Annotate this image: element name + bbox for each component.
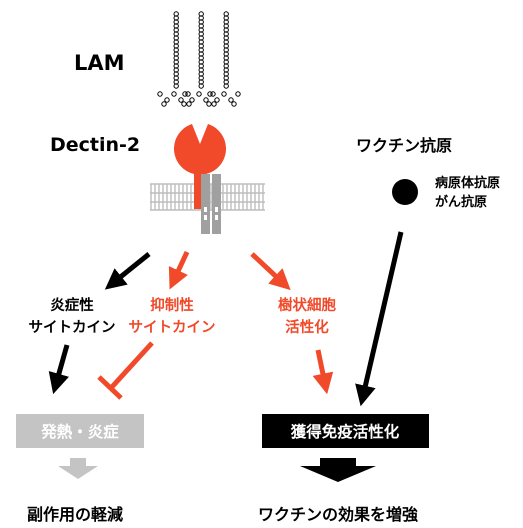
black-block-arrow	[300, 458, 376, 482]
inflammatory-label-line1: 炎症性	[50, 296, 94, 314]
arrow-to-fever	[48, 344, 70, 395]
arrow-to-dc-activation	[250, 252, 291, 291]
antigen-dot	[392, 179, 418, 205]
lam-label: LAM	[74, 51, 125, 75]
fever-inflammation-box	[16, 414, 144, 448]
arrow-to-inflammatory	[104, 252, 151, 290]
arrow-antigen-to-acquired	[355, 231, 404, 407]
vaccine-efficacy-label: ワクチンの効果を増強	[258, 505, 418, 524]
fcr-gamma-chains	[201, 174, 221, 234]
dc-activation-label-line2: 活性化	[285, 318, 329, 336]
acquired-immunity-text: 獲得免疫活性化	[291, 422, 400, 441]
inflammatory-label-line2: サイトカイン	[29, 319, 116, 336]
suppressive-label-line1: 抑制性	[150, 296, 194, 314]
pathogen-antigen-label: 病原体抗原	[435, 175, 500, 191]
dectin2-label: Dectin-2	[50, 134, 140, 156]
cancer-antigen-label: がん抗原	[435, 194, 487, 210]
lam-glycan-chains	[157, 11, 241, 107]
vaccine-antigen-label: ワクチン抗原	[356, 136, 452, 155]
arrow-to-acquired	[312, 349, 334, 395]
inhibition-line	[97, 341, 154, 400]
lam-chain	[157, 11, 191, 107]
lam-chain	[207, 11, 241, 107]
suppressive-label-line2: サイトカイン	[129, 319, 216, 336]
dectin2-receptor	[174, 124, 226, 209]
side-effect-reduction-label: 副作用の軽減	[27, 505, 123, 524]
lam-chain	[182, 11, 216, 107]
dc-activation-label-line1: 樹状細胞	[278, 296, 336, 314]
arrow-to-suppressive	[168, 250, 190, 290]
fever-inflammation-text: 発熱・炎症	[40, 422, 119, 441]
acquired-immunity-box	[262, 414, 429, 448]
gray-block-arrow	[58, 458, 98, 479]
